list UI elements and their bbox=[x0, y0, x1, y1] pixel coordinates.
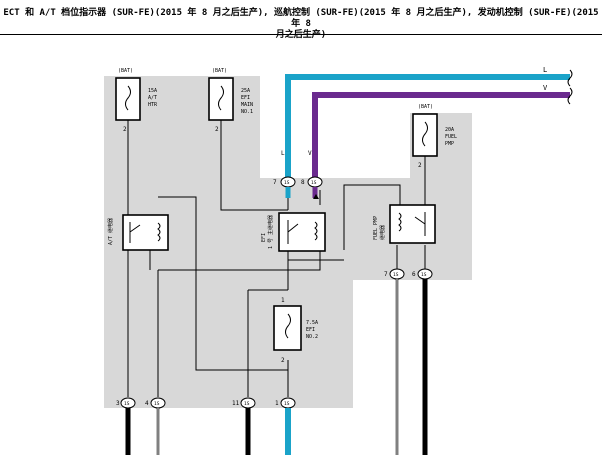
at-relay-switch bbox=[129, 222, 141, 243]
fuel-relay-box bbox=[389, 204, 436, 244]
fuel-pmp-rating: 20A bbox=[445, 127, 454, 133]
svg-text:1S: 1S bbox=[284, 180, 290, 186]
svg-text:1S: 1S bbox=[124, 401, 130, 407]
efi-main-name3: NO.1 bbox=[241, 109, 253, 115]
efi-main-source: (BAT) bbox=[212, 68, 227, 74]
at-relay-coil bbox=[157, 222, 161, 242]
fuel-pmp-fuse-element bbox=[422, 121, 428, 147]
efi-relay-label2: 1 号 主继电器 bbox=[267, 215, 274, 249]
fuel-relay-coil bbox=[398, 212, 402, 232]
svg-text:11: 11 bbox=[232, 400, 240, 407]
efi-relay-box bbox=[278, 212, 326, 252]
svg-text:3: 3 bbox=[116, 400, 120, 407]
efi-main-fuse-box bbox=[208, 77, 234, 121]
at-htr-name1: A/T bbox=[148, 95, 157, 101]
fuel-relay-switch bbox=[414, 212, 426, 236]
svg-text:1S: 1S bbox=[244, 401, 250, 407]
violet-down-label: V bbox=[308, 150, 312, 157]
violet-wire-top bbox=[312, 92, 570, 178]
svg-text:7: 7 bbox=[273, 179, 277, 186]
diagram-title: ECT 和 A/T 档位指示器 (SUR-FE)(2015 年 8 月之后生产)… bbox=[0, 8, 602, 41]
at-htr-rating: 15A bbox=[148, 88, 157, 94]
efi-main-name1: EFI bbox=[241, 95, 250, 101]
fuel-pmp-name2: PMP bbox=[445, 141, 454, 147]
efi-main-pin: 2 bbox=[215, 126, 219, 133]
svg-text:1S: 1S bbox=[311, 180, 317, 186]
efi-main-name2: MAIN bbox=[241, 102, 253, 108]
connector-f7-1s: 7 1S bbox=[384, 268, 405, 280]
fuel-pmp-fuse-box bbox=[412, 113, 438, 157]
connector-b1-1s: 1 1S bbox=[275, 397, 296, 409]
fuel-pmp-pin: 2 bbox=[418, 162, 422, 169]
connector-b11-1s: 11 1S bbox=[232, 397, 256, 409]
title-line-1: ECT 和 A/T 档位指示器 (SUR-FE)(2015 年 8 月之后生产)… bbox=[3, 8, 599, 29]
efi-no2-name1: EFI bbox=[306, 327, 315, 333]
at-relay-label: A/T 继电器 bbox=[107, 218, 114, 245]
svg-text:1S: 1S bbox=[154, 401, 160, 407]
svg-text:8: 8 bbox=[301, 179, 305, 186]
connector-b3-1s: 3 1S bbox=[116, 397, 136, 409]
svg-text:4: 4 bbox=[145, 400, 149, 407]
efi-relay-coil bbox=[314, 221, 318, 241]
svg-text:1S: 1S bbox=[284, 401, 290, 407]
connector-b4-1s: 4 1S bbox=[145, 397, 166, 409]
efi-no2-name2: NO.2 bbox=[306, 334, 318, 340]
wire-break-bottom bbox=[567, 87, 573, 105]
fuel-pmp-name1: FUEL bbox=[445, 134, 457, 140]
svg-text:7: 7 bbox=[384, 271, 388, 278]
title-line-2: 月之后生产) bbox=[275, 30, 327, 40]
fuel-relay-label1: FUEL PMP bbox=[373, 216, 379, 240]
connector-7-1s: 7 1S bbox=[273, 176, 296, 188]
efi-no2-pin-top: 1 bbox=[281, 297, 285, 304]
efi-relay-label1: EFI bbox=[261, 233, 267, 242]
blue-down-label: L bbox=[281, 150, 285, 157]
wire-break-top bbox=[567, 69, 573, 87]
at-htr-fuse-element bbox=[125, 85, 131, 111]
efi-no2-rating: 7.5A bbox=[306, 320, 318, 326]
efi-no2-pin-bottom: 2 bbox=[281, 357, 285, 364]
svg-text:1S: 1S bbox=[421, 272, 427, 278]
blue-wire-label: L bbox=[543, 66, 547, 74]
efi-main-fuse-element bbox=[218, 85, 224, 111]
violet-wire-label: V bbox=[543, 84, 548, 92]
at-htr-name2: HTR bbox=[148, 102, 158, 108]
fuel-pmp-source: (BAT) bbox=[418, 104, 433, 110]
arrow-up-marker bbox=[313, 194, 319, 199]
svg-text:1S: 1S bbox=[393, 272, 399, 278]
efi-no2-fuse-element bbox=[285, 313, 291, 339]
thin-wires bbox=[127, 120, 426, 397]
at-htr-pin: 2 bbox=[123, 126, 127, 133]
svg-text:6: 6 bbox=[412, 271, 416, 278]
at-htr-source: (BAT) bbox=[118, 68, 133, 74]
connector-f6-1s: 6 1S bbox=[412, 268, 433, 280]
at-htr-fuse-box bbox=[115, 77, 141, 121]
blue-wire-top bbox=[285, 74, 570, 178]
fuel-relay-block-background bbox=[353, 113, 472, 280]
connector-8-1s: 8 1S bbox=[301, 176, 323, 188]
efi-no2-fuse-box bbox=[273, 305, 302, 351]
svg-text:1: 1 bbox=[275, 400, 279, 407]
title-divider bbox=[0, 34, 602, 35]
efi-relay-switch bbox=[287, 220, 299, 244]
fuel-relay-label2: 继电器 bbox=[379, 225, 386, 240]
efi-main-rating: 25A bbox=[241, 88, 250, 94]
